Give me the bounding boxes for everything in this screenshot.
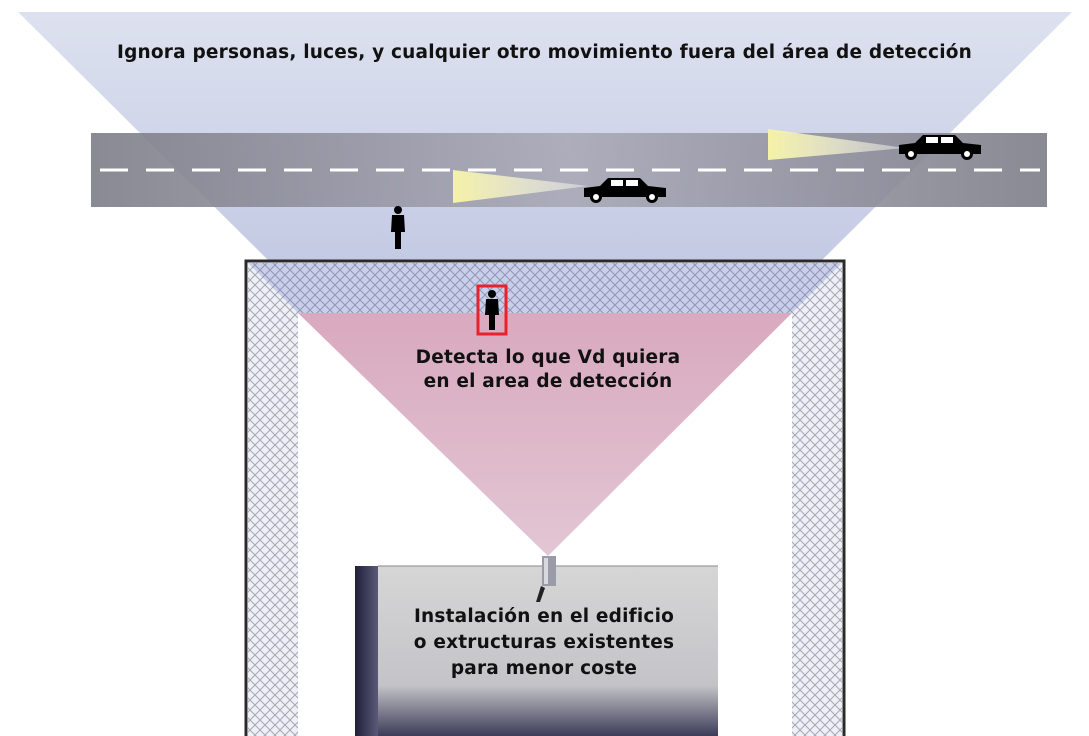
building-side	[355, 566, 378, 736]
fence-right	[792, 263, 842, 736]
headlight-beam-left	[453, 170, 588, 203]
target-box	[476, 284, 508, 336]
install-caption-line-3: para menor coste	[450, 658, 638, 679]
install-caption-line-2: o extructuras existentes	[413, 632, 675, 653]
car-left	[584, 178, 666, 203]
detect-zone-caption: Detecta lo que Vd quiera en el area de d…	[358, 346, 738, 394]
building	[378, 566, 718, 736]
sensor-icon	[536, 556, 556, 602]
ignore-outside-caption: Ignora personas, luces, y cualquier otro…	[116, 42, 973, 63]
detect-caption-line-1: Detecta lo que Vd quiera	[415, 347, 681, 368]
installation-caption: Instalación en el edificio o extructuras…	[374, 604, 714, 682]
detect-caption-line-2: en el area de detección	[423, 371, 673, 392]
detection-zone	[298, 313, 792, 556]
fence-left	[248, 263, 298, 736]
headlight-beam-right	[768, 129, 905, 160]
person-outside-icon	[391, 206, 405, 249]
person-detected-icon	[485, 290, 499, 330]
car-right	[899, 135, 981, 160]
install-caption-line-1: Instalación en el edificio	[413, 606, 675, 627]
